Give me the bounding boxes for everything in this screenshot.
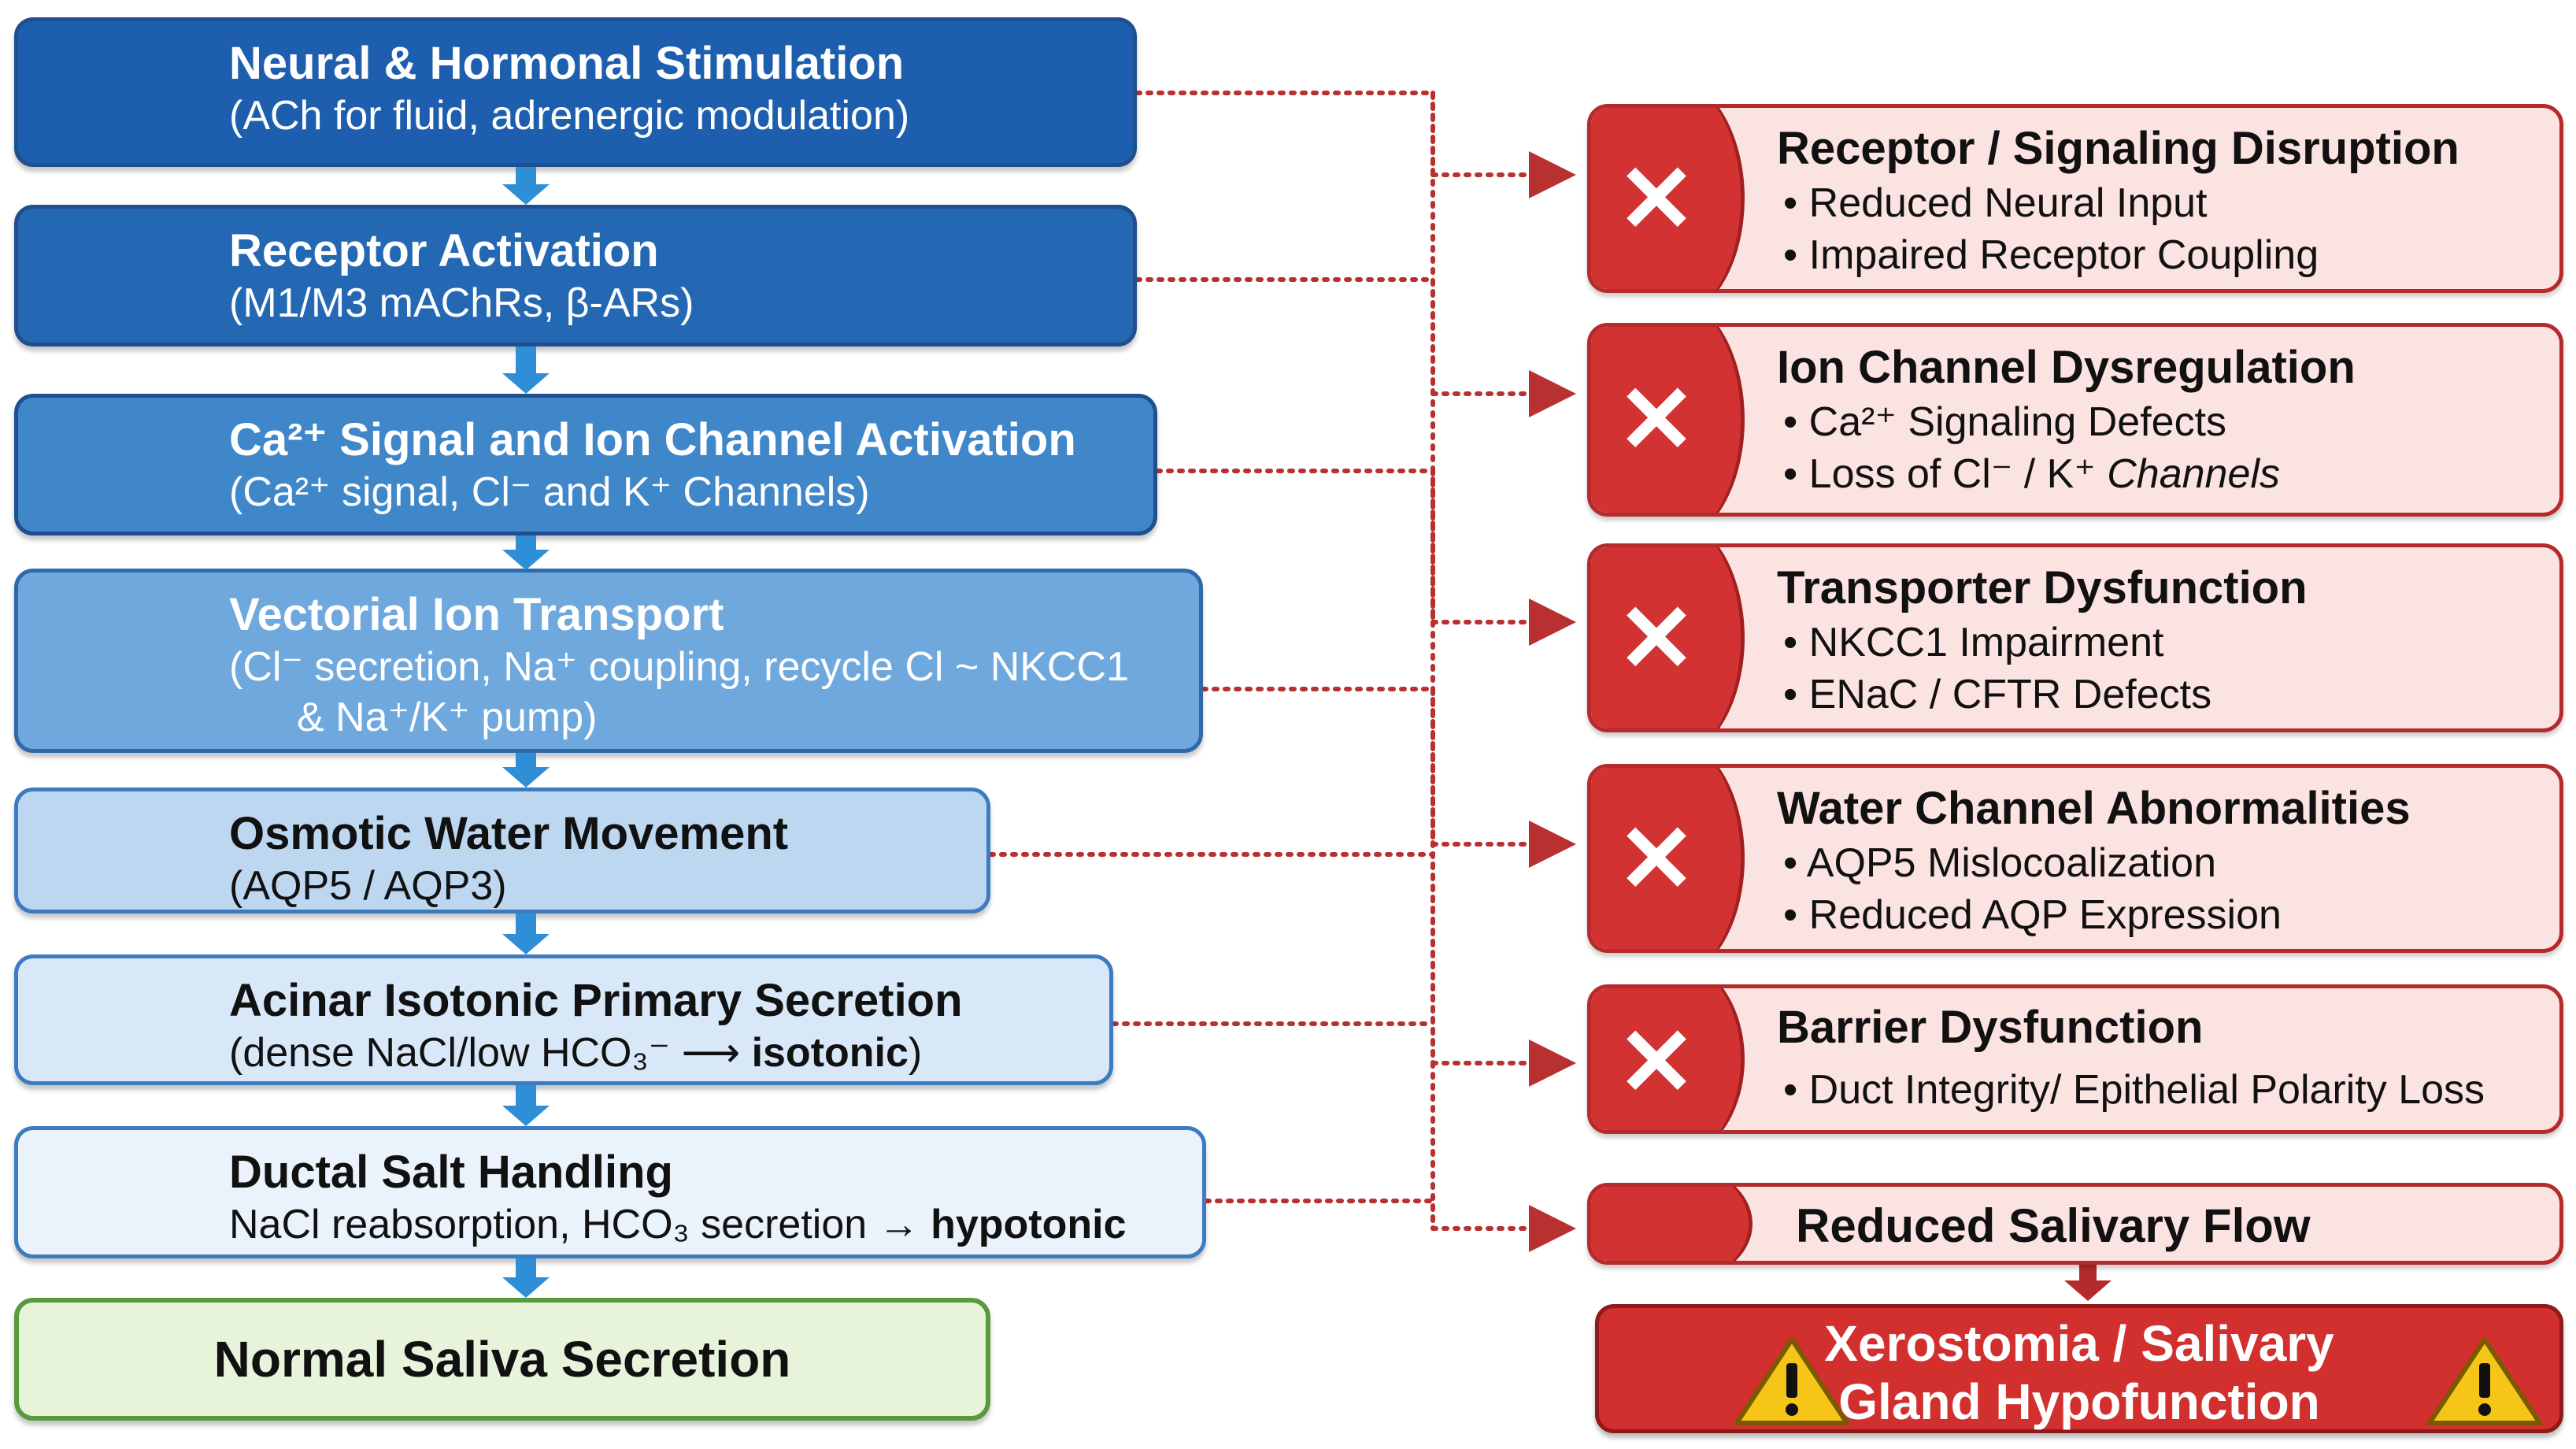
bullet-text: • Loss of Cl⁻ / K⁺ — [1783, 451, 2108, 497]
problem-bullet: • AQP5 Mislocoalization — [1783, 840, 2217, 886]
bullet-italic: Channels — [2107, 451, 2280, 497]
problem-title: Receptor / Signaling Disruption — [1777, 123, 2459, 174]
problem-water-channel: ✕ Water Channel Abnormalities • AQP5 Mis… — [1587, 764, 2563, 953]
step-detail: (AQP5 / AQP3) — [229, 863, 507, 909]
problem-receptor-signaling: ✕ Receptor / Signaling Disruption • Redu… — [1587, 104, 2563, 293]
connector-transport — [1201, 687, 1435, 847]
problem-band — [1591, 108, 1745, 289]
problem-bullet: • Loss of Cl⁻ / K⁺ Channels — [1777, 448, 2356, 500]
step-detail: NaCl reabsorption, HCO₃ secretion → hypo… — [229, 1199, 1202, 1250]
problem-band — [1591, 988, 1745, 1130]
step-detail: (ACh for fluid, adrenergic modulation) — [229, 93, 910, 139]
problem-ion-channel: ✕ Ion Channel Dysregulation • Ca²⁺ Signa… — [1587, 323, 2563, 517]
reduced-salivary-flow: Reduced Salivary Flow — [1587, 1183, 2563, 1265]
warning-icon — [1734, 1337, 1849, 1425]
problem-bullet: • Reduced Neural Input — [1783, 180, 2208, 226]
problem-band — [1591, 547, 1745, 728]
step-osmotic-water: Osmotic Water Movement (AQP5 / AQP3) — [14, 788, 990, 914]
step-title: Receptor Activation — [229, 225, 659, 276]
step-neural-stimulation: Neural & Hormonal Stimulation (ACh for f… — [14, 17, 1137, 167]
step-acinar-secretion: Acinar Isotonic Primary Secretion (dense… — [14, 954, 1113, 1085]
problem-title: Transporter Dysfunction — [1777, 562, 2308, 613]
step-detail: (Ca²⁺ signal, Cl⁻ and K⁺ Channels) — [229, 469, 870, 515]
problem-bullet: • Duct Integrity/ Epithelial Polarity Lo… — [1783, 1067, 2485, 1113]
step-title: Normal Saliva Secretion — [213, 1331, 791, 1388]
connector-stimulation — [1134, 91, 1435, 177]
detail-text: (dense NaCl/low HCO₃⁻ ⟶ — [229, 1030, 752, 1076]
detail-emphasis: hypotonic — [931, 1202, 1127, 1247]
close-icon: ✕ — [1616, 367, 1697, 472]
step-title: Ca²⁺ Signal and Ion Channel Activation — [229, 414, 1076, 465]
detail-emphasis: isotonic — [751, 1030, 909, 1076]
step-normal-saliva: Normal Saliva Secretion — [14, 1298, 990, 1421]
detail-text-end: ) — [908, 1030, 923, 1076]
outcome-line-1: Xerostomia / Salivary — [1824, 1315, 2334, 1372]
problem-bullet: • Reduced AQP Expression — [1783, 892, 2282, 938]
detail-text: NaCl reabsorption, HCO₃ secretion → — [229, 1202, 931, 1247]
xerostomia-outcome: Xerostomia / Salivary Gland Hypofunction — [1595, 1304, 2563, 1433]
flow-band — [1591, 1187, 1752, 1261]
step-ductal-salt: Ductal Salt Handling NaCl reabsorption, … — [14, 1126, 1206, 1258]
outcome-line-2: Gland Hypofunction — [1838, 1373, 2320, 1430]
step-detail-continued: & Na⁺/K⁺ pump) — [297, 695, 598, 740]
problem-bullet: • ENaC / CFTR Defects — [1783, 672, 2212, 717]
step-title: Neural & Hormonal Stimulation — [229, 38, 905, 89]
step-calcium-signal: Ca²⁺ Signal and Ion Channel Activation (… — [14, 394, 1157, 536]
step-detail: (Cl⁻ secretion, Na⁺ coupling, recycle Cl… — [229, 644, 1129, 690]
close-icon: ✕ — [1616, 146, 1697, 252]
step-detail: (M1/M3 mAChRs, β-ARs) — [229, 280, 694, 326]
close-icon: ✕ — [1616, 806, 1697, 912]
problem-title: Water Channel Abnormalities — [1777, 783, 2411, 834]
problem-band — [1591, 327, 1745, 513]
close-icon: ✕ — [1616, 1010, 1697, 1115]
step-detail: (dense NaCl/low HCO₃⁻ ⟶ isotonic) — [229, 1028, 1109, 1078]
problem-transporter: ✕ Transporter Dysfunction • NKCC1 Impair… — [1587, 543, 2563, 732]
connector-ductal — [1204, 1199, 1435, 1231]
problem-bullet: • NKCC1 Impairment — [1783, 620, 2164, 665]
warning-icon — [2427, 1337, 2542, 1425]
problem-bullet: • Ca²⁺ Signaling Defects — [1783, 399, 2227, 445]
step-title: Ductal Salt Handling — [229, 1147, 673, 1198]
problem-barrier: ✕ Barrier Dysfunction • Duct Integrity/ … — [1587, 984, 2563, 1134]
close-icon: ✕ — [1616, 586, 1697, 691]
step-title: Vectorial Ion Transport — [229, 589, 724, 640]
connector-receptor — [1134, 277, 1435, 396]
step-receptor-activation: Receptor Activation (M1/M3 mAChRs, β-ARs… — [14, 205, 1137, 346]
problem-title: Ion Channel Dysregulation — [1777, 342, 2356, 393]
problem-title: Barrier Dysfunction — [1777, 1002, 2204, 1053]
step-vectorial-ion-transport: Vectorial Ion Transport (Cl⁻ secretion, … — [14, 569, 1203, 753]
problem-band — [1591, 768, 1745, 949]
problem-bullet: • Impaired Receptor Coupling — [1783, 232, 2319, 278]
step-title: Acinar Isotonic Primary Secretion — [229, 975, 963, 1026]
step-title: Osmotic Water Movement — [229, 808, 789, 859]
flow-to-xerostomia-arrow — [2064, 1265, 2112, 1301]
flow-label: Reduced Salivary Flow — [1796, 1199, 2311, 1252]
